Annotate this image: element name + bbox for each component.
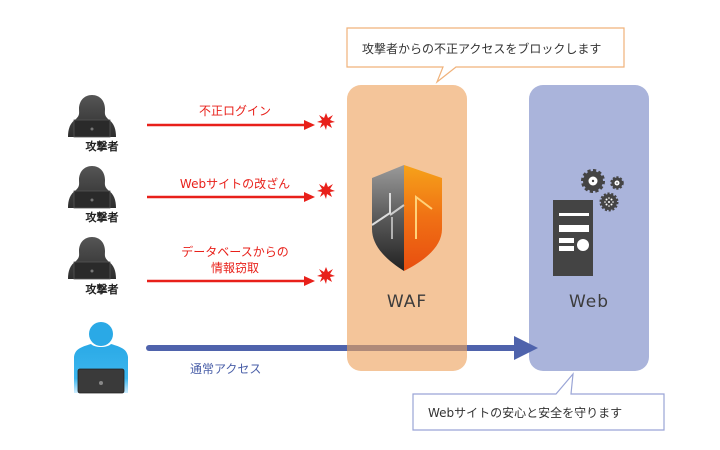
attacker-icon	[68, 166, 116, 209]
attack-arrow	[147, 276, 315, 286]
attacker-label: 攻撃者	[85, 211, 119, 224]
waf-label: WAF	[386, 292, 428, 312]
server-icon	[553, 200, 593, 276]
attack-arrow	[147, 192, 315, 202]
attacker-label: 攻撃者	[85, 283, 119, 296]
user-icon	[74, 322, 128, 394]
top-callout-text: 攻撃者からの不正アクセスをブロックします	[362, 42, 602, 56]
top-callout-bubble	[346, 27, 625, 84]
attack-label: 不正ログイン	[198, 104, 271, 118]
bottom-callout-text: Webサイトの安心と安全を守ります	[428, 406, 623, 420]
gear-icon	[610, 176, 624, 190]
web-label: Web	[568, 292, 610, 312]
shield-icon	[371, 165, 442, 271]
attacker-icon	[68, 95, 116, 138]
attacker-icon	[68, 237, 116, 280]
blocked-burst-icon	[317, 182, 335, 199]
gear-icon	[581, 169, 605, 193]
attack-label-line2: 情報窃取	[210, 261, 259, 275]
blocked-burst-icon	[317, 267, 335, 284]
normal-access-arrow	[146, 336, 538, 360]
blocked-burst-icon	[317, 113, 335, 130]
bottom-callout-bubble	[412, 372, 665, 431]
attack-label: データベースからの	[181, 245, 289, 259]
attack-label: Webサイトの改ざん	[179, 177, 291, 191]
gear-icon	[599, 192, 619, 212]
attack-arrow	[147, 120, 315, 130]
normal-access-label: 通常アクセス	[190, 362, 262, 376]
attacker-label: 攻撃者	[85, 140, 119, 153]
